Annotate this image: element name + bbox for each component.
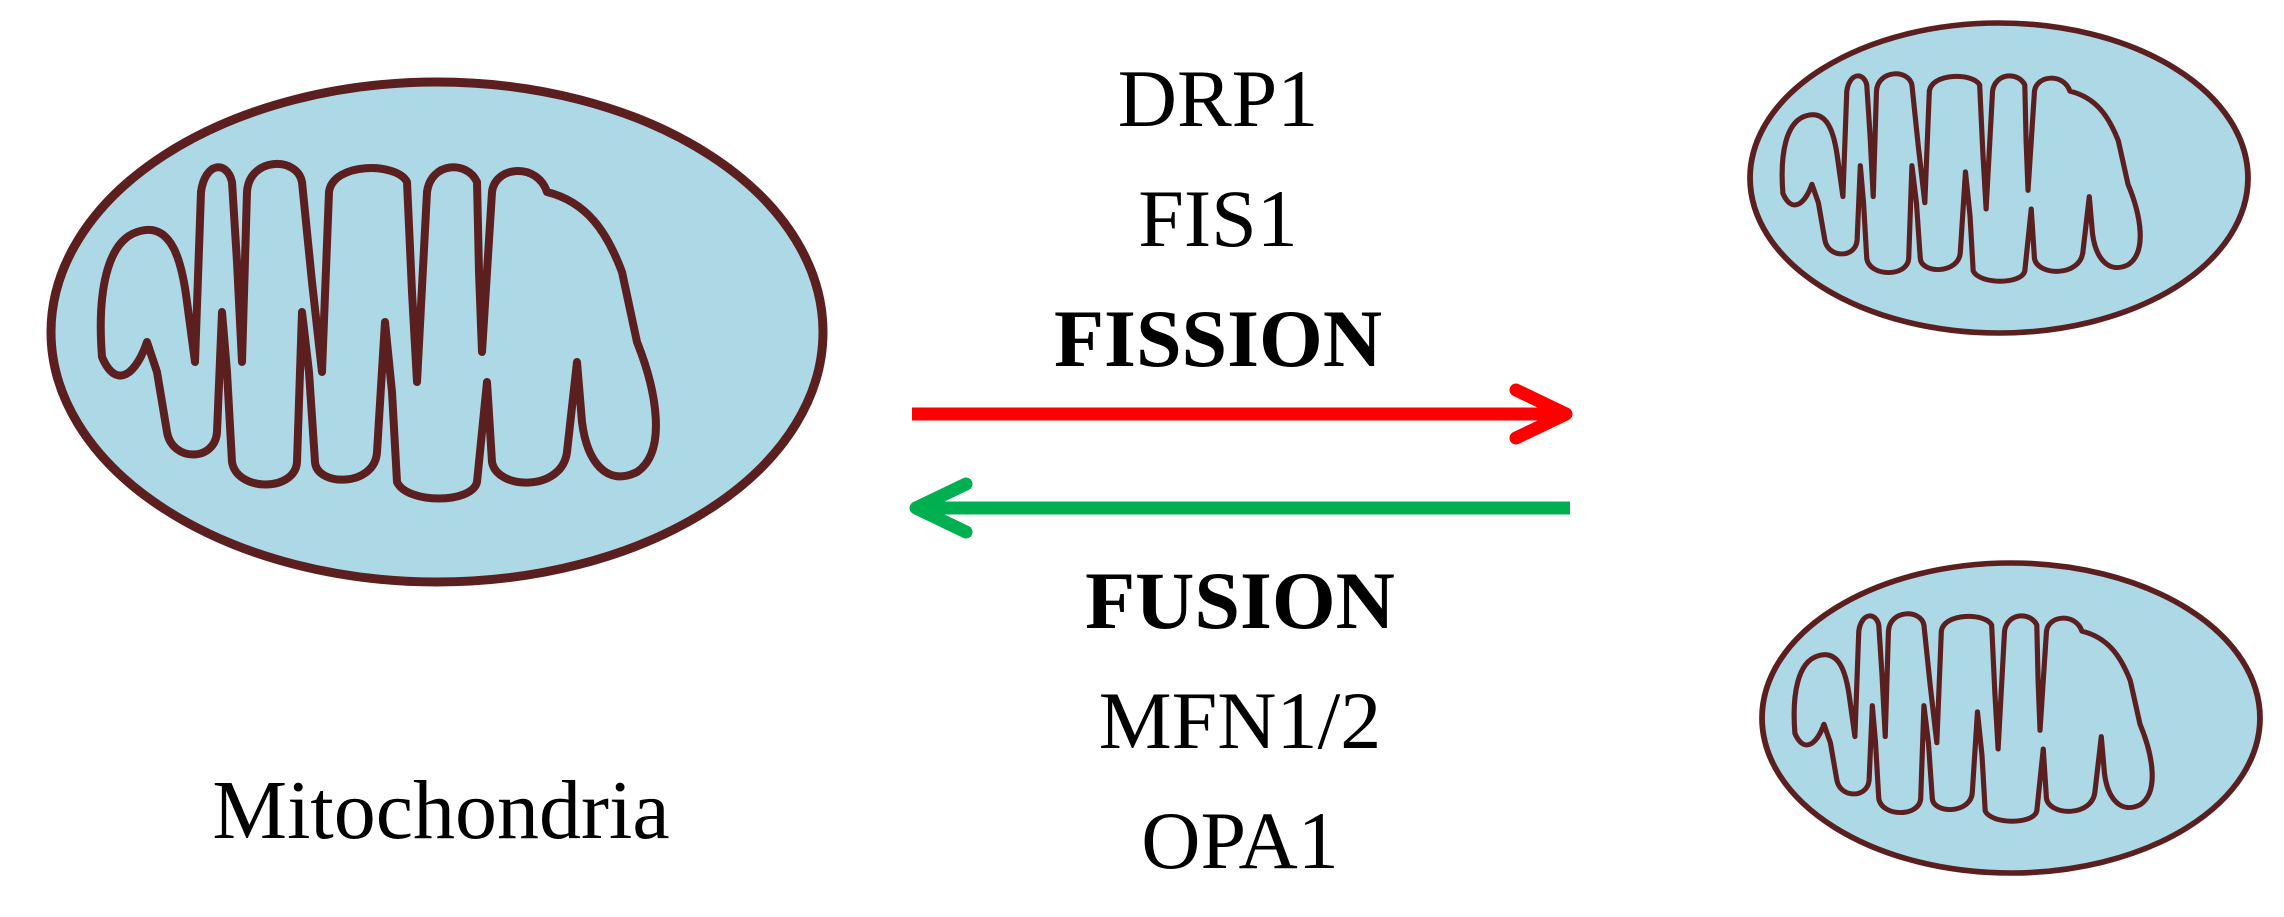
mitochondrion-large xyxy=(51,82,823,582)
fusion-arrow xyxy=(909,477,1570,539)
fission-arrow xyxy=(912,383,1573,445)
fusion-protein-mfn: MFN1/2 xyxy=(1099,675,1382,766)
fission-protein-fis1: FIS1 xyxy=(1138,173,1298,264)
fusion-label: FUSION xyxy=(1085,555,1395,646)
mitochondrion-small-bottom xyxy=(1762,563,2260,873)
mitochondria-caption: Mitochondria xyxy=(212,764,669,857)
mitochondrion-small-top xyxy=(1750,23,2248,333)
fission-protein-drp1: DRP1 xyxy=(1118,53,1319,144)
fusion-protein-opa1: OPA1 xyxy=(1141,795,1339,886)
fission-label: FISSION xyxy=(1054,293,1382,384)
